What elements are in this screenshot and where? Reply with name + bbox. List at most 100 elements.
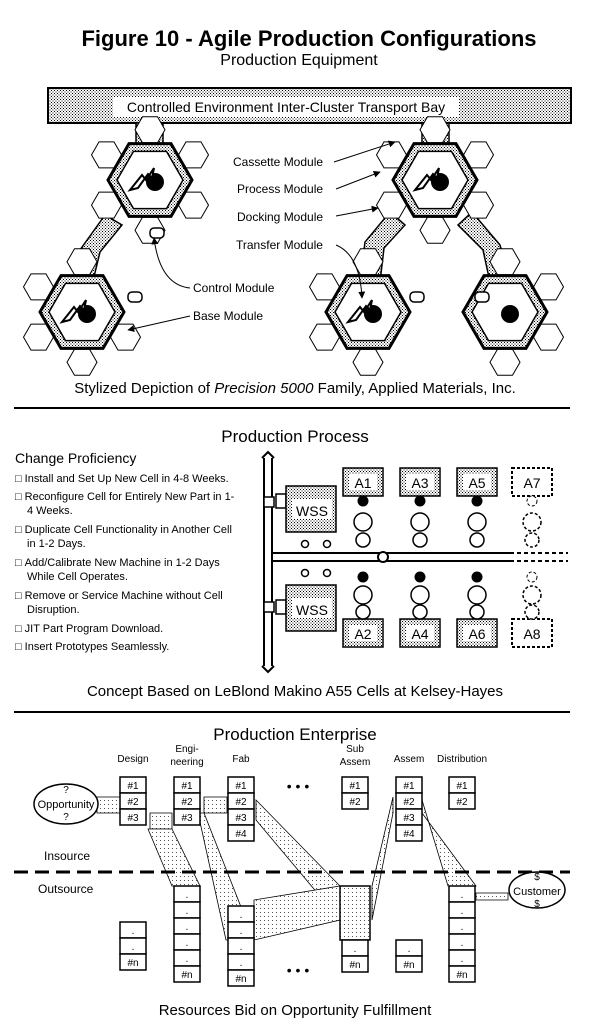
process-module-label: Process Module xyxy=(237,182,323,196)
control-module-label: Control Module xyxy=(193,281,275,295)
machine-label-top: A7 xyxy=(523,475,540,491)
column-header: Design xyxy=(117,754,148,765)
process-chamber xyxy=(489,348,521,376)
resource-cell xyxy=(173,965,201,983)
resource-label: #n xyxy=(349,960,360,971)
resource-label: #3 xyxy=(403,813,415,824)
resource-label: #1 xyxy=(181,781,193,792)
process-chamber xyxy=(419,216,451,244)
docking-module-label: Docking Module xyxy=(237,210,323,224)
engineering-stack: #1#2#3 xyxy=(173,776,201,826)
column-header: Fab xyxy=(232,754,250,765)
transport-bay-label-bg xyxy=(113,97,459,117)
distribution-stack: #1#2 xyxy=(448,776,476,810)
opportunity-label: Opportunity xyxy=(38,799,95,811)
customer-label: Customer xyxy=(513,886,561,898)
cluster-group xyxy=(22,116,565,376)
enterprise-caption: Resources Bid on Opportunity Fulfillment xyxy=(158,1002,432,1019)
column-header: Assem xyxy=(394,754,425,765)
ellipsis-top: • • • xyxy=(287,778,310,794)
control-module xyxy=(409,291,425,303)
proficiency-item: Install and Set Up New Cell in 4-8 Weeks… xyxy=(15,472,265,490)
resource-label: . xyxy=(240,926,243,937)
proficiency-item: Reconfigure Cell for Entirely New Part i… xyxy=(15,490,265,523)
proficiency-item: Add/Calibrate New Machine in 1-2 DaysWhi… xyxy=(15,556,265,589)
opportunity-mark: ? xyxy=(63,812,69,823)
transfer-module-label: Transfer Module xyxy=(236,238,323,252)
column-header: Assem xyxy=(340,757,371,768)
resource-label: #4 xyxy=(403,829,415,840)
proficiency-item: Insert Prototypes Seamlessly. xyxy=(15,640,265,658)
resource-cell xyxy=(341,792,369,810)
customer-mark: $ xyxy=(534,872,540,883)
machine-label-bottom: A2 xyxy=(354,626,371,642)
resource-label: . xyxy=(408,944,411,955)
resource-label: #2 xyxy=(127,797,139,808)
resource-label: #1 xyxy=(456,781,468,792)
fab-stack: #1#2#3#4 xyxy=(227,776,255,842)
resource-cell xyxy=(395,824,423,842)
wss-label-top: WSS xyxy=(296,503,328,519)
resource-label: #n xyxy=(181,970,192,981)
pallet-clamp xyxy=(526,495,538,507)
resource-label: . xyxy=(186,890,189,901)
design-outsource-stack: ..#n xyxy=(119,921,147,971)
resource-label: . xyxy=(461,938,464,949)
wafer-robot xyxy=(501,305,519,323)
pallet xyxy=(410,512,430,532)
resource-label: #2 xyxy=(403,797,415,808)
machine-label-bottom: A4 xyxy=(411,626,428,642)
fab-outsource-stack: ....#n xyxy=(227,905,255,987)
pallet-station xyxy=(412,604,428,620)
column-header: Sub xyxy=(346,744,364,755)
machine-label-bottom: A8 xyxy=(523,626,540,642)
equipment-caption: Stylized Depiction of Precision 5000 Fam… xyxy=(74,380,516,397)
distribution-outsource-stack: .....#n xyxy=(448,885,476,983)
enterprise-heading: Production Enterprise xyxy=(213,725,377,744)
subassem-outsource-stack: . #n xyxy=(341,939,369,973)
cluster-top-right xyxy=(375,116,495,244)
pallet-clamp xyxy=(357,495,369,507)
assem-outsource-stack: .#n xyxy=(395,939,423,973)
resource-label: . xyxy=(240,958,243,969)
resource-label: . xyxy=(132,926,135,937)
machine-label-top: A3 xyxy=(411,475,428,491)
resource-label: #2 xyxy=(456,797,468,808)
resource-label: #1 xyxy=(403,781,415,792)
opportunity-mark: ? xyxy=(63,785,69,796)
resource-label: #1 xyxy=(235,781,247,792)
proficiency-item: JIT Part Program Download. xyxy=(15,622,265,640)
resource-cell xyxy=(119,808,147,826)
resource-label: #3 xyxy=(181,813,193,824)
pallet xyxy=(467,512,487,532)
transport-bay-label: Controlled Environment Inter-Cluster Tra… xyxy=(127,99,445,115)
cluster-bottom-left xyxy=(22,248,142,376)
column-header: Distribution xyxy=(437,754,487,765)
figure-title: Figure 10 - Agile Production Configurati… xyxy=(81,26,537,51)
cluster-bottom-right xyxy=(461,248,565,376)
resource-label: . xyxy=(186,922,189,933)
resource-label: . xyxy=(240,910,243,921)
transfer-arm xyxy=(412,167,440,192)
pallet xyxy=(353,585,373,605)
pallet-station xyxy=(355,604,371,620)
resource-cell xyxy=(448,965,476,983)
pallet xyxy=(353,512,373,532)
resource-label: . xyxy=(461,890,464,901)
resource-label: . xyxy=(354,944,357,955)
pallet xyxy=(410,585,430,605)
column-header: neering xyxy=(170,757,203,768)
opportunity-node xyxy=(33,783,99,825)
resource-cell xyxy=(227,824,255,842)
resource-label: #n xyxy=(456,970,467,981)
subassem-stack: #1#2 xyxy=(341,776,369,810)
resource-label: . xyxy=(240,942,243,953)
resource-cell xyxy=(341,955,369,973)
resource-label: #n xyxy=(127,958,138,969)
pallet-clamp xyxy=(357,571,369,583)
resource-label: #3 xyxy=(235,813,247,824)
pallet-clamp xyxy=(526,571,538,583)
equipment-heading: Production Equipment xyxy=(220,52,378,69)
